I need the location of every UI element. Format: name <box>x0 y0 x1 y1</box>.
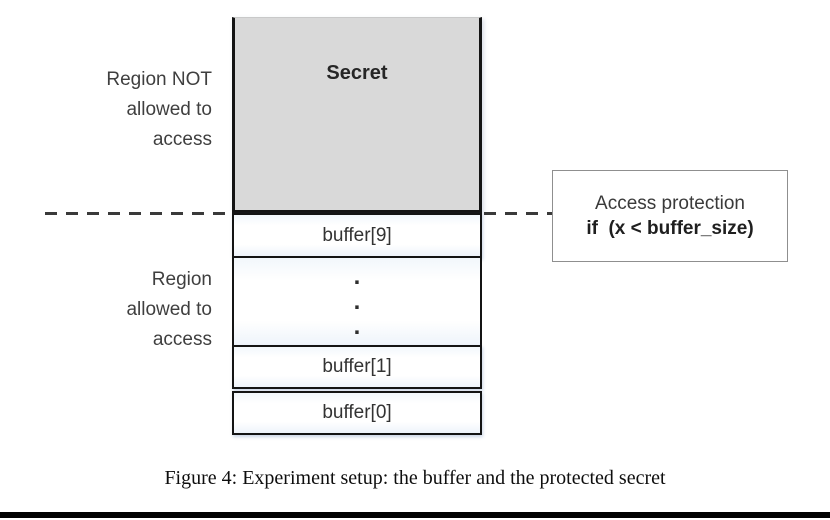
access-protection-condition: if (x < buffer_size) <box>586 217 754 239</box>
access-protection-title: Access protection <box>595 192 745 214</box>
protection-boundary-dashed-line-right <box>484 212 552 215</box>
buffer-9-label: buffer[9] <box>322 224 392 246</box>
figure-caption: Figure 4: Experiment setup: the buffer a… <box>164 467 666 489</box>
region-not-allowed-label: Region NOT allowed to access <box>22 65 212 155</box>
region-allowed-line2: allowed to <box>126 299 212 320</box>
region-not-allowed-line1: Region NOT <box>106 69 212 90</box>
region-not-allowed-line3: access <box>152 129 212 150</box>
access-protection-callout: Access protection if (x < buffer_size) <box>552 170 788 262</box>
secret-label: Secret <box>326 62 388 84</box>
ellipsis-dot: . <box>353 312 361 340</box>
region-allowed-line1: Region <box>151 269 212 290</box>
buffer-ellipsis-region: . . . <box>232 258 482 345</box>
buffer-0-cell: buffer[0] <box>232 391 482 435</box>
ellipsis-dot: . <box>353 262 361 290</box>
buffer-0-label: buffer[0] <box>322 402 392 423</box>
secret-region-box: Secret <box>232 17 482 213</box>
region-not-allowed-line2: allowed to <box>126 99 212 120</box>
buffer-9-cell: buffer[9] <box>232 213 482 258</box>
region-allowed-line3: access <box>152 329 212 350</box>
page-horizontal-rule <box>0 512 830 518</box>
ellipsis-dot: . <box>353 287 361 315</box>
region-allowed-label: Region allowed to access <box>22 265 212 355</box>
buffer-1-label: buffer[1] <box>322 356 392 377</box>
protection-boundary-dashed-line-left <box>45 212 233 215</box>
buffer-1-cell: buffer[1] <box>232 345 482 389</box>
